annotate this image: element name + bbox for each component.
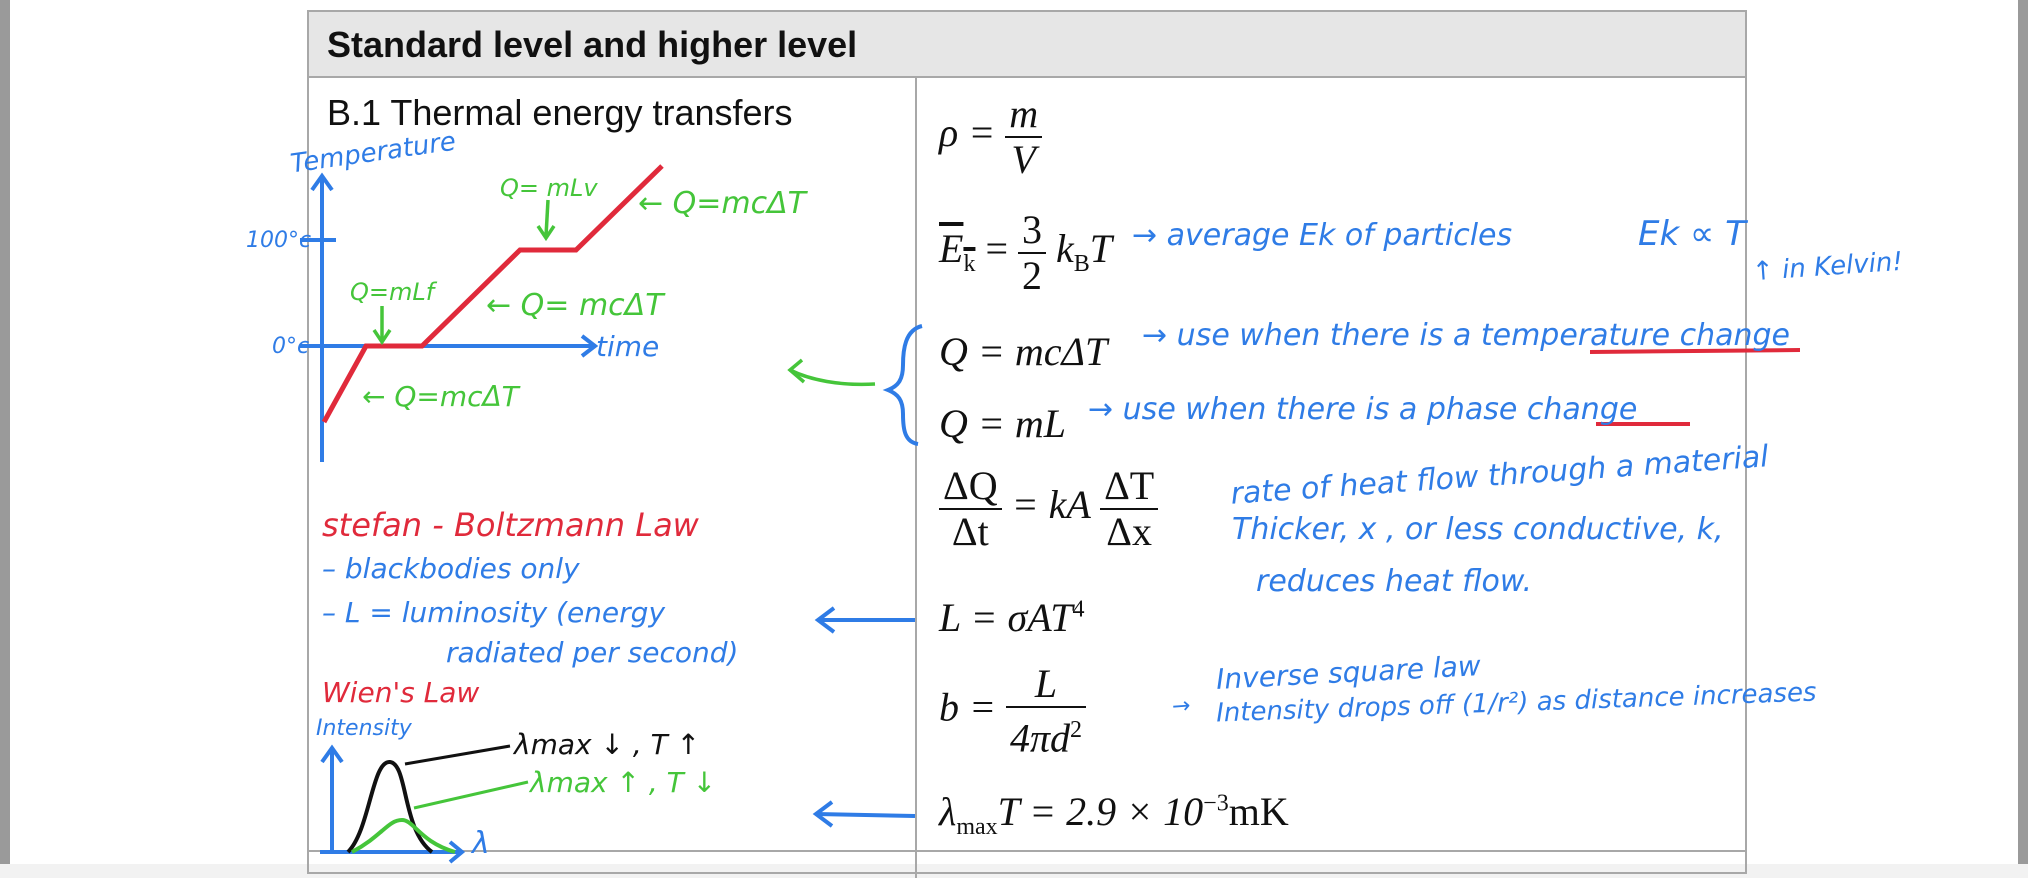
document-page: Standard level and higher level B.1 Ther… xyxy=(10,0,2018,878)
latent-vaporisation-label: Q= mLv xyxy=(500,174,598,202)
stefan-line-3: radiated per second) xyxy=(446,636,739,669)
conduction-equation: ΔQ Δt = kA ΔT Δx xyxy=(939,464,1159,554)
left-arrows xyxy=(812,606,916,828)
ek-symbol: Ek xyxy=(939,226,976,278)
wien-y-label: Intensity xyxy=(316,716,412,741)
section-title: B.1 Thermal energy transfers xyxy=(327,92,793,133)
ek-fraction: 3 2 xyxy=(1018,208,1046,298)
wien-axes xyxy=(320,744,466,864)
conduction-note-2: Thicker, x , or less conductive, k, xyxy=(1232,512,1724,547)
right-margin xyxy=(2018,0,2028,864)
handwriting-layer xyxy=(300,164,1801,864)
wien-equation: λmaxT = 2.9 × 10−3mK xyxy=(939,789,1289,840)
wien-x-label: λ xyxy=(472,826,490,861)
latent-fusion-label: Q=mLf xyxy=(350,278,435,306)
formula-table: Standard level and higher level B.1 Ther… xyxy=(307,10,1747,878)
latent-heat-equation: Q = mL xyxy=(939,401,1067,446)
left-margin xyxy=(0,0,10,864)
density-equation: ρ = m V xyxy=(939,92,1043,182)
conduction-rhs: ΔT Δx xyxy=(1100,464,1159,554)
curly-brace xyxy=(882,324,923,446)
heating-curve xyxy=(321,164,664,424)
density-lhs: ρ = xyxy=(939,110,996,156)
top-mcdt-label: ← Q=mcΔT xyxy=(638,186,806,221)
ek-proportional-note: Ek ∝ T xyxy=(1638,214,1746,254)
tick-0-label: 0°c xyxy=(272,334,310,359)
brightness-equation: b = L 4πd2 xyxy=(939,662,1087,760)
phase-change-note: → use when there is a phase change xyxy=(1088,392,1638,427)
specific-heat-equation: Q = mcΔT xyxy=(939,329,1108,374)
column-divider xyxy=(915,78,917,878)
density-numerator: m xyxy=(1005,92,1043,138)
wien-arrow-green xyxy=(413,780,529,810)
conduction-lhs: ΔQ Δt xyxy=(939,464,1002,554)
wien-note-hot: λmax ↓ , T ↑ xyxy=(514,728,701,761)
luminosity-equation: L = σAT4 xyxy=(939,595,1085,640)
row-divider xyxy=(309,850,1745,852)
bottom-mcdt-label: ← Q=mcΔT xyxy=(362,380,519,413)
stefan-line-2: – L = luminosity (energy xyxy=(322,596,666,629)
page-title: Standard level and higher level xyxy=(327,24,858,65)
stefan-title: stefan - Boltzmann Law xyxy=(322,506,699,544)
density-fraction: m V xyxy=(1005,92,1043,182)
conduction-note-3: reduces heat flow. xyxy=(1256,564,1533,599)
tick-100-label: 100°c xyxy=(246,228,312,253)
temperature-underline xyxy=(1589,348,1801,354)
density-denominator: V xyxy=(1011,137,1036,182)
wien-arrow-black xyxy=(404,744,511,766)
kinetic-energy-equation: Ek = 3 2 kBT xyxy=(939,207,1113,298)
brightness-fraction: L 4πd2 xyxy=(1006,662,1087,760)
graph-axes xyxy=(300,172,599,462)
graph-arrows xyxy=(372,199,876,387)
table-header: Standard level and higher level xyxy=(309,12,1745,78)
stefan-line-1: – blackbodies only xyxy=(322,552,580,585)
wien-title: Wien's Law xyxy=(322,676,480,709)
temperature-change-note: → use when there is a temperature change xyxy=(1142,318,1791,353)
ek-note: → average Ek of particles xyxy=(1132,218,1513,253)
mid-mcdt-label: ← Q= mcΔT xyxy=(486,288,664,323)
wien-note-cool: λmax ↑ , T ↓ xyxy=(530,766,717,799)
wien-curve-cool xyxy=(351,817,456,854)
→: → xyxy=(1171,693,1192,720)
graph-x-label: time xyxy=(596,330,660,363)
